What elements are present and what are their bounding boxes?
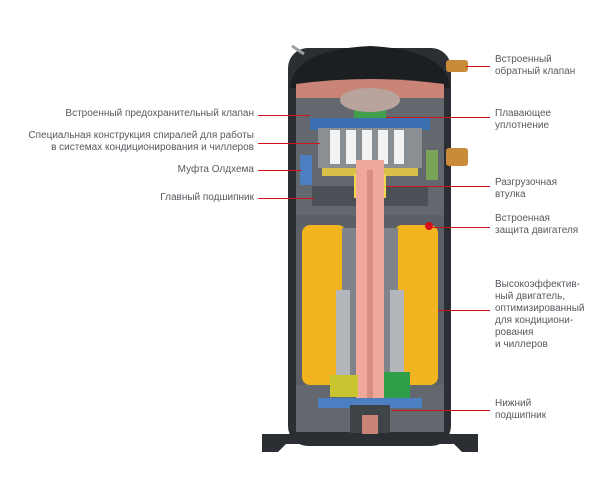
label-floating-seal: Плавающее уплотнение <box>495 108 552 131</box>
scroll-wrap-1 <box>330 130 340 164</box>
shaft-oil-bore <box>367 170 373 400</box>
mounting-base <box>262 434 478 452</box>
leader-motor <box>438 310 490 311</box>
leader-unloader-bushing <box>386 186 490 187</box>
leader-lower-bearing <box>392 410 490 411</box>
scroll-wrap-4 <box>378 130 388 164</box>
rotor-left <box>336 290 350 380</box>
leader-check-valve <box>466 66 490 67</box>
top-wire <box>291 44 305 56</box>
winding-left <box>302 225 346 385</box>
lower-counterweight-right <box>384 372 410 398</box>
leader-scroll-design <box>258 143 320 144</box>
label-motor-protection: Встроенная защита двигателя <box>495 213 579 236</box>
top-cap <box>290 46 450 88</box>
label-lower-bearing: Нижний подшипник <box>495 398 547 421</box>
label-motor: Высокоэффектив- ный двигатель, оптимизир… <box>495 279 585 350</box>
label-check-valve: Встроенный обратный клапан <box>495 54 576 77</box>
rotor-right <box>390 290 404 380</box>
lower-counterweight-left <box>330 375 358 397</box>
winding-right <box>394 225 438 385</box>
scroll-wrap-5 <box>394 130 404 164</box>
leader-motor-protection <box>433 227 490 228</box>
floating-seal-part <box>354 108 386 118</box>
discharge-fitting <box>446 60 468 72</box>
leader-safety-valve <box>258 115 310 116</box>
oil-pickup <box>362 415 378 435</box>
label-oldham-coupling: Муфта Олдхема <box>177 164 254 175</box>
oldham-coupling-right <box>426 150 438 180</box>
motor-protector <box>425 222 433 230</box>
fixed-scroll <box>310 118 430 130</box>
floating-seal-dome <box>340 88 400 112</box>
leader-main-bearing <box>258 198 314 199</box>
oldham-coupling-left <box>300 155 312 185</box>
scroll-wrap-3 <box>362 130 372 164</box>
label-scroll-design: Специальная конструкция спиралей для раб… <box>28 130 254 153</box>
label-unloader-bushing: Разгрузочная втулка <box>495 177 557 200</box>
scroll-wrap-2 <box>346 130 356 164</box>
leader-floating-seal <box>386 117 490 118</box>
label-main-bearing: Главный подшипник <box>160 192 254 203</box>
leader-oldham-coupling <box>258 170 302 171</box>
label-safety-valve: Встроенный предохранительный клапан <box>65 108 254 119</box>
lower-bearing-part <box>318 398 422 408</box>
suction-fitting <box>446 148 468 166</box>
